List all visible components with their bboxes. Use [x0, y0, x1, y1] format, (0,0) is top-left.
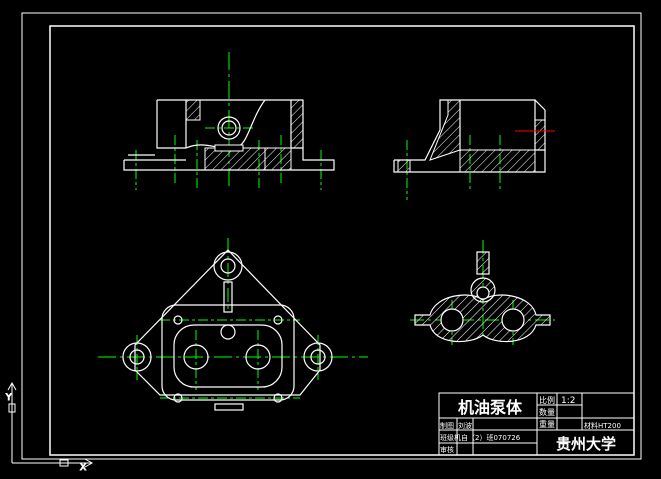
- part-name: 机油泵体: [458, 398, 523, 417]
- weight-label: 重量: [539, 419, 555, 429]
- school-name: 贵州大学: [556, 435, 616, 453]
- svg-text:X: X: [80, 463, 86, 473]
- drawn-label: 制图: [440, 421, 454, 430]
- class-label: 班级机自（2）班070726: [440, 433, 521, 442]
- quantity-label: 数量: [539, 407, 555, 417]
- side-view: [393, 99, 555, 200]
- section-view: [410, 240, 555, 345]
- scale-label: 比例: [539, 395, 555, 405]
- ucs-axis-icon: Y X: [5, 381, 94, 474]
- svg-text:Y: Y: [5, 393, 12, 403]
- material-label: 材料HT200: [584, 421, 621, 430]
- drawn-by: 刘波: [458, 421, 472, 430]
- scale-value: 1:2: [561, 396, 575, 406]
- drawing-frame: [21, 12, 642, 460]
- top-view: [98, 238, 368, 411]
- review-label: 审核: [440, 445, 454, 454]
- title-block: [438, 392, 635, 456]
- front-view: [123, 52, 335, 190]
